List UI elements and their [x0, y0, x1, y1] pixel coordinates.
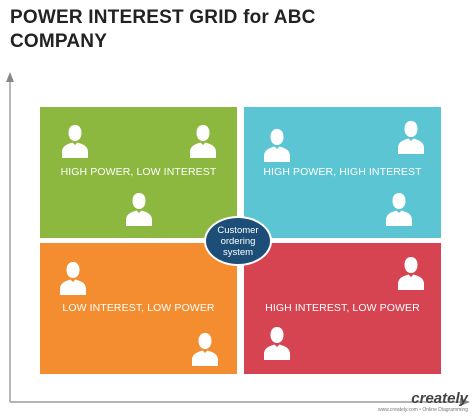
center-node[interactable]: Customer ordering system	[204, 216, 272, 266]
person-icon	[384, 191, 414, 227]
quadrant-label: LOW INTEREST, LOW POWER	[62, 302, 215, 314]
quadrant-label: HIGH POWER, HIGH INTEREST	[263, 166, 422, 178]
person-icon	[190, 331, 220, 367]
person-icon	[58, 260, 88, 296]
x-axis-arrow-icon	[460, 398, 470, 406]
person-icon	[124, 191, 154, 227]
quadrant-high-power-low-interest[interactable]: HIGH POWER, LOW INTEREST	[40, 107, 237, 238]
quadrant-label: HIGH INTEREST, LOW POWER	[265, 302, 420, 314]
page-title: POWER INTEREST GRID for ABC COMPANY	[10, 7, 316, 52]
person-icon	[396, 255, 426, 291]
logo-text: creately	[411, 390, 468, 407]
person-icon	[262, 325, 292, 361]
quadrant-high-power-high-interest[interactable]: HIGH POWER, HIGH INTEREST	[244, 107, 441, 238]
creately-logo: creately www.creately.com • Online Diagr…	[378, 390, 468, 413]
logo-tagline: www.creately.com • Online Diagramming	[377, 407, 468, 413]
person-icon	[262, 127, 292, 163]
person-icon	[396, 119, 426, 155]
quadrant-label: HIGH POWER, LOW INTEREST	[60, 166, 217, 178]
person-icon	[188, 123, 218, 159]
quadrant-high-interest-low-power[interactable]: HIGH INTEREST, LOW POWER	[244, 243, 441, 374]
y-axis-arrow-icon	[6, 72, 14, 82]
quadrant-low-interest-low-power[interactable]: LOW INTEREST, LOW POWER	[40, 243, 237, 374]
person-icon	[60, 123, 90, 159]
